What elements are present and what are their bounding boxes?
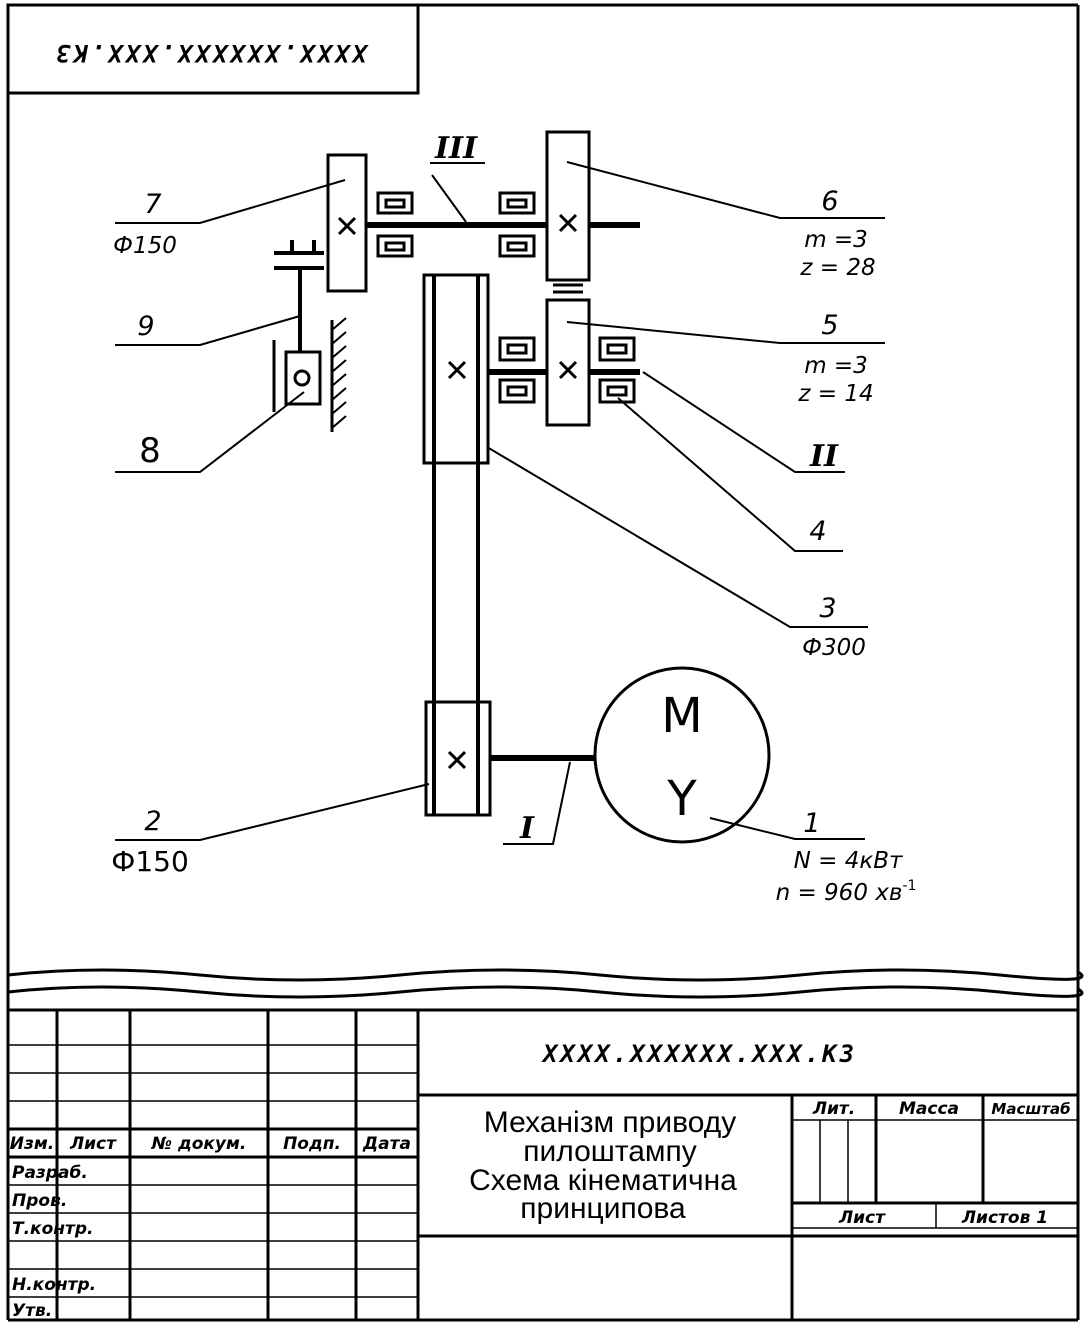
motor (593, 666, 771, 844)
label-7-spec: Ф150 (113, 233, 177, 259)
motor-letter-m: M (661, 688, 702, 744)
label-1-spec-speed-main: n = 960 хв (776, 880, 903, 906)
sheets-label: Листов 1 (961, 1208, 1048, 1228)
title-line-1: Механізм приводу (484, 1106, 736, 1139)
title-line-2: пилоштампу (523, 1135, 697, 1168)
label-6-num: 6 (821, 186, 838, 217)
slider-8 (272, 317, 347, 432)
label-shaft-II: II (809, 439, 839, 474)
bearings-shaft-III (376, 191, 536, 258)
bearings-shaft-II (498, 336, 636, 404)
label-5-spec-m: m =3 (804, 353, 868, 379)
label-7-num: 7 (144, 189, 161, 220)
scale-label: Масштаб (991, 1100, 1070, 1118)
label-3-spec: Ф300 (802, 635, 866, 661)
col-data: Дата (362, 1134, 411, 1154)
label-6-spec-m: m =3 (804, 227, 868, 253)
label-5-num: 5 (821, 310, 838, 341)
col-izm: Изм. (10, 1134, 54, 1154)
label-6-spec-z: z = 28 (799, 255, 875, 281)
lit-label: Лит. (812, 1099, 855, 1119)
break-line (7, 968, 1084, 999)
label-8-num: 8 (139, 431, 161, 471)
leader-lines (115, 161, 885, 845)
label-3-num: 3 (819, 593, 836, 624)
col-podp: Подп. (283, 1134, 341, 1154)
label-2-spec: Ф150 (111, 845, 189, 878)
component-labels: 7 Ф150 9 8 III 6 m =3 z = 28 5 m =3 z = … (111, 131, 916, 906)
sheet-label: Лист (838, 1208, 886, 1228)
row-tkontr: Т.контр. (12, 1219, 94, 1239)
label-4-num: 4 (809, 516, 826, 547)
pulley-2 (424, 700, 492, 817)
title-line-4: принципова (520, 1192, 686, 1225)
row-nkontr: Н.контр. (12, 1275, 96, 1295)
pulley-7 (326, 153, 368, 293)
label-9-num: 9 (137, 311, 154, 342)
row-prov: Пров. (12, 1191, 67, 1211)
motor-letter-y: Y (666, 771, 697, 827)
label-shaft-III: III (434, 131, 478, 166)
title-block-text: XXXX.XXXXXX.XXX.K3 Изм. Лист № докум. По… (10, 1040, 1071, 1321)
col-dokum: № докум. (151, 1134, 247, 1154)
col-list: Лист (69, 1134, 117, 1154)
gear-5 (545, 298, 591, 427)
mass-label: Масса (899, 1099, 959, 1119)
label-1-num: 1 (803, 808, 820, 839)
label-5-spec-z: z = 14 (797, 381, 873, 407)
gear-6 (545, 130, 591, 294)
motor-symbol: M Y (661, 688, 702, 827)
stamp-box: XXXX.XXXXXX.XXX.K3 (6, 3, 420, 95)
label-1-spec-speed-sup: -1 (902, 878, 916, 894)
document-code: XXXX.XXXXXX.XXX.K3 (541, 1040, 857, 1068)
crank-rod-9 (274, 240, 324, 352)
label-shaft-I: I (519, 811, 535, 846)
label-1-spec-power: N = 4кВт (794, 848, 903, 874)
row-razrab: Разраб. (12, 1163, 88, 1183)
label-1-spec-speed: n = 960 хв-1 (776, 878, 917, 906)
label-2-num: 2 (144, 806, 161, 837)
title-block (8, 1008, 1078, 1320)
title-line-3: Схема кінематична (469, 1164, 737, 1197)
stamp-code: XXXX.XXXXXX.XXX.K3 (53, 39, 369, 67)
kinematic-diagram (115, 130, 885, 845)
row-utv: Утв. (12, 1301, 52, 1321)
